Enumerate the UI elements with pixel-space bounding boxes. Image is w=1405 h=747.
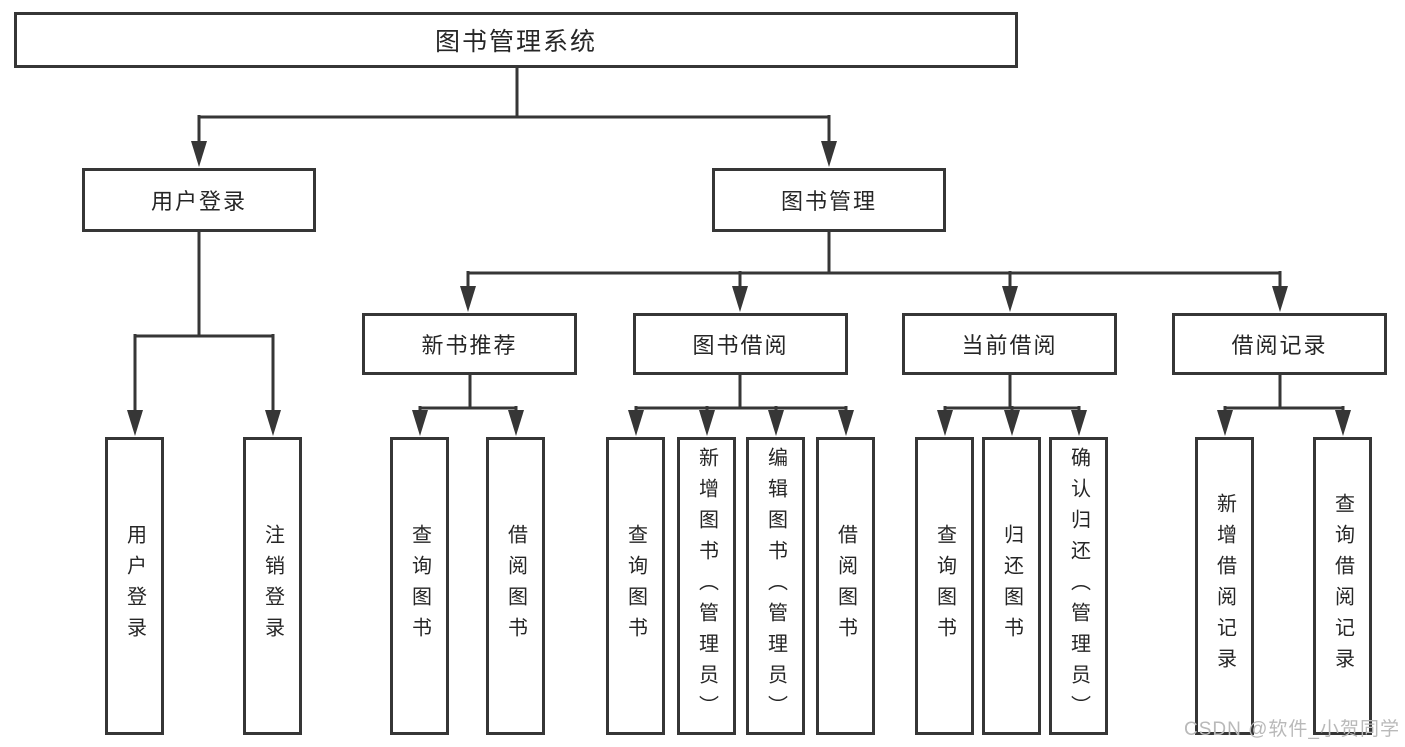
node-label: 当前借阅 xyxy=(961,333,1058,358)
leaf-edit-book-admin: 编辑图书（管理员） xyxy=(746,437,805,735)
node-book-management: 图书管理 xyxy=(712,168,946,232)
node-label: 编辑图书（管理员） xyxy=(764,446,787,726)
node-user-login: 用户登录 xyxy=(82,168,316,232)
node-label: 新增借阅记录 xyxy=(1213,493,1236,679)
leaf-return-book: 归还图书 xyxy=(982,437,1041,735)
csdn-watermark: CSDN @软件_小贺同学 xyxy=(1184,719,1400,740)
node-label: 借阅图书 xyxy=(504,524,527,648)
node-label: 归还图书 xyxy=(1000,524,1023,648)
node-label: 查询借阅记录 xyxy=(1331,493,1354,679)
leaf-logout: 注销登录 xyxy=(243,437,302,735)
node-label: 确认归还（管理员） xyxy=(1067,446,1090,726)
node-label: 用户登录 xyxy=(123,524,146,648)
node-borrow-record: 借阅记录 xyxy=(1172,313,1387,375)
leaf-borrow-book: 借阅图书 xyxy=(816,437,875,735)
node-book-borrow: 图书借阅 xyxy=(633,313,848,375)
node-label: 查询图书 xyxy=(933,524,956,648)
leaf-query-book-current: 查询图书 xyxy=(915,437,974,735)
leaf-user-login: 用户登录 xyxy=(105,437,164,735)
leaf-confirm-return-admin: 确认归还（管理员） xyxy=(1049,437,1108,735)
node-label: 借阅记录 xyxy=(1231,333,1328,358)
node-label: 图书借阅 xyxy=(692,333,789,358)
leaf-add-borrow-record: 新增借阅记录 xyxy=(1195,437,1254,735)
leaf-borrow-book-recommend: 借阅图书 xyxy=(486,437,545,735)
leaf-add-book-admin: 新增图书（管理员） xyxy=(677,437,736,735)
node-label: 查询图书 xyxy=(624,524,647,648)
node-label: 借阅图书 xyxy=(834,524,857,648)
node-label: 用户登录 xyxy=(150,189,247,214)
node-new-book-recommend: 新书推荐 xyxy=(362,313,577,375)
node-label: 注销登录 xyxy=(261,524,284,648)
leaf-query-book: 查询图书 xyxy=(606,437,665,735)
arrowhead-icons xyxy=(127,141,1351,436)
node-current-borrow: 当前借阅 xyxy=(902,313,1117,375)
node-label: 图书管理系统 xyxy=(434,28,597,56)
node-root-system: 图书管理系统 xyxy=(14,12,1018,68)
node-label: 图书管理 xyxy=(780,189,877,214)
node-label: 查询图书 xyxy=(408,524,431,648)
leaf-query-borrow-record: 查询借阅记录 xyxy=(1313,437,1372,735)
node-label: 新增图书（管理员） xyxy=(695,446,718,726)
node-label: 新书推荐 xyxy=(421,333,518,358)
leaf-query-book-recommend: 查询图书 xyxy=(390,437,449,735)
